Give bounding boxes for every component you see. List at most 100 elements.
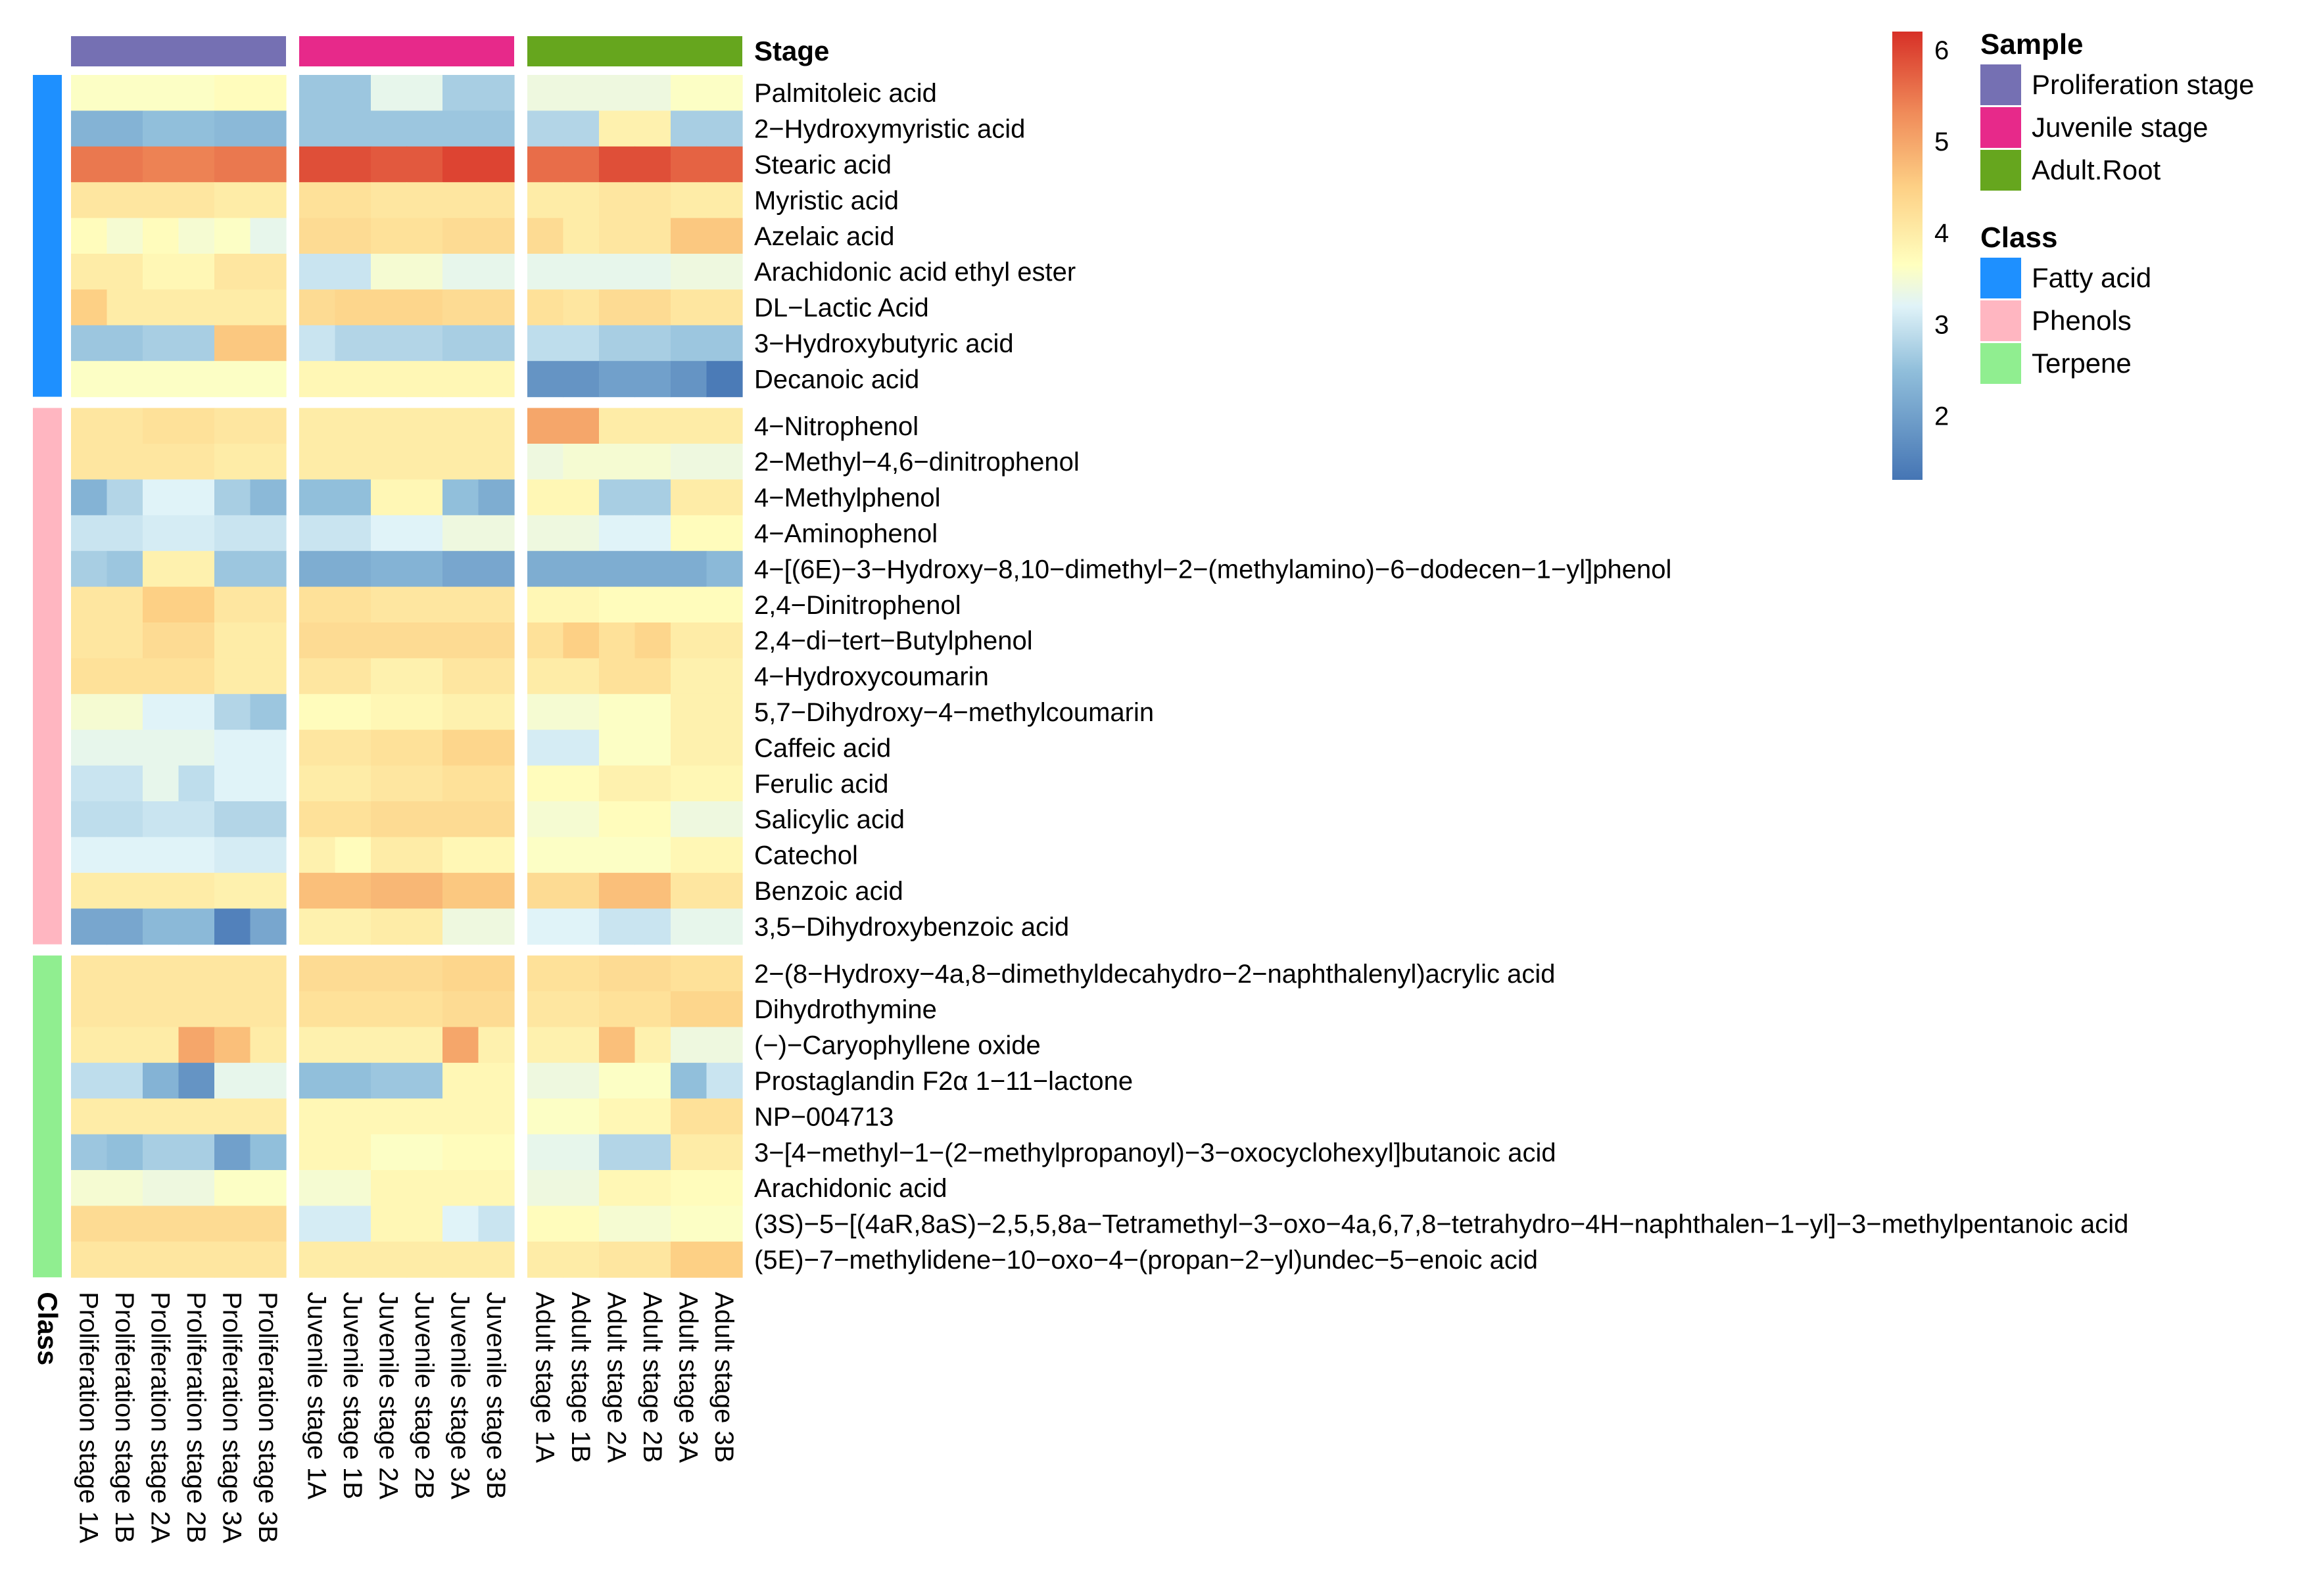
- heatmap-cell: [478, 955, 515, 992]
- heatmap-cell: [671, 182, 707, 219]
- heatmap-cell: [599, 408, 636, 444]
- heatmap-cell: [299, 218, 336, 254]
- heatmap-cell: [442, 1098, 479, 1135]
- heatmap-cell: [634, 1062, 671, 1099]
- heatmap-cell: [299, 693, 336, 730]
- heatmap-cell: [371, 765, 408, 802]
- heatmap-cell: [178, 955, 215, 992]
- heatmap-cell: [634, 182, 671, 219]
- heatmap-cell: [335, 444, 371, 480]
- heatmap-cell: [599, 1241, 636, 1278]
- heatmap-cell: [478, 408, 515, 444]
- heatmap-cell: [214, 1170, 251, 1206]
- heatmap-cell: [71, 658, 108, 695]
- heatmap-cell: [442, 361, 479, 398]
- heatmap-cell: [671, 693, 707, 730]
- heatmap-cell: [214, 289, 251, 326]
- heatmap-cell: [178, 515, 215, 552]
- row-label: Salicylic acid: [754, 805, 905, 834]
- heatmap-cell: [250, 955, 287, 992]
- heatmap-cell: [599, 586, 636, 623]
- heatmap-cell: [143, 325, 179, 362]
- heatmap-cell: [250, 693, 287, 730]
- heatmap-cell: [107, 872, 143, 909]
- heatmap-cell: [706, 1170, 743, 1206]
- heatmap-cell: [250, 146, 287, 183]
- heatmap-cell: [671, 658, 707, 695]
- heatmap-cell: [671, 1134, 707, 1171]
- heatmap-cell: [371, 1206, 408, 1242]
- heatmap-cell: [442, 110, 479, 147]
- heatmap-cell: [527, 765, 564, 802]
- heatmap-cell: [143, 361, 179, 398]
- heatmap-cell: [478, 1134, 515, 1171]
- heatmap-cell: [634, 955, 671, 992]
- heatmap-cell: [671, 289, 707, 326]
- heatmap-cell: [406, 1098, 443, 1135]
- heatmap-cell: [214, 110, 251, 147]
- heatmap-cell: [143, 444, 179, 480]
- heatmap-cell: [143, 693, 179, 730]
- stage-annotation-adult-root: [527, 36, 742, 66]
- row-label: 3,5−Dihydroxybenzoic acid: [754, 912, 1069, 941]
- heatmap-cell: [527, 1170, 564, 1206]
- heatmap-cell: [406, 1241, 443, 1278]
- heatmap-cell: [335, 551, 371, 588]
- heatmap-cell: [71, 1062, 108, 1099]
- heatmap-cell: [634, 991, 671, 1027]
- heatmap-cell: [214, 622, 251, 659]
- row-label: Arachidonic acid ethyl ester: [754, 258, 1076, 287]
- heatmap-cell: [706, 254, 743, 290]
- heatmap-cell: [214, 146, 251, 183]
- heatmap-cell: [563, 1098, 600, 1135]
- heatmap-cell: [442, 622, 479, 659]
- row-label: Benzoic acid: [754, 877, 903, 906]
- class-legend-title: Class: [1980, 222, 2057, 254]
- heatmap-cell: [671, 1098, 707, 1135]
- heatmap-cell: [71, 444, 108, 480]
- heatmap-cell: [706, 837, 743, 874]
- heatmap-cell: [107, 955, 143, 992]
- heatmap-cell: [671, 325, 707, 362]
- class-legend-swatch: [1980, 258, 2021, 298]
- row-label: DL−Lactic Acid: [754, 294, 929, 323]
- sample-legend-label: Adult.Root: [2032, 154, 2161, 185]
- heatmap-cell: [143, 872, 179, 909]
- heatmap-cell: [250, 218, 287, 254]
- heatmap-cell: [214, 1241, 251, 1278]
- heatmap-cell: [478, 110, 515, 147]
- heatmap-cell: [599, 991, 636, 1027]
- heatmap-cell: [107, 908, 143, 945]
- heatmap-cell: [143, 146, 179, 183]
- heatmap-cell: [71, 1098, 108, 1135]
- heatmap-cell: [406, 1206, 443, 1242]
- heatmap-cell: [178, 693, 215, 730]
- heatmap-cell: [299, 658, 336, 695]
- heatmap-cell: [371, 325, 408, 362]
- heatmap-cell: [299, 801, 336, 837]
- heatmap-cell: [107, 1062, 143, 1099]
- heatmap-cell: [107, 837, 143, 874]
- heatmap-cell: [371, 1241, 408, 1278]
- heatmap-cell: [299, 955, 336, 992]
- heatmap-cell: [599, 1206, 636, 1242]
- heatmap-cell: [178, 1170, 215, 1206]
- heatmap-cell: [107, 1241, 143, 1278]
- row-label: Caffeic acid: [754, 734, 891, 763]
- row-label: Arachidonic acid: [754, 1174, 947, 1203]
- heatmap-cell: [299, 872, 336, 909]
- heatmap-cell: [442, 658, 479, 695]
- heatmap-cell: [442, 289, 479, 326]
- heatmap-cell: [599, 218, 636, 254]
- heatmap-cell: [563, 955, 600, 992]
- heatmap-cell: [299, 551, 336, 588]
- heatmap-cell: [143, 730, 179, 766]
- heatmap-cell: [71, 146, 108, 183]
- heatmap-cell: [250, 479, 287, 516]
- class-legend-swatch: [1980, 343, 2021, 384]
- heatmap-cell: [250, 182, 287, 219]
- heatmap-cell: [371, 730, 408, 766]
- heatmap-cell: [107, 765, 143, 802]
- heatmap-cell: [478, 289, 515, 326]
- heatmap-cell: [71, 1206, 108, 1242]
